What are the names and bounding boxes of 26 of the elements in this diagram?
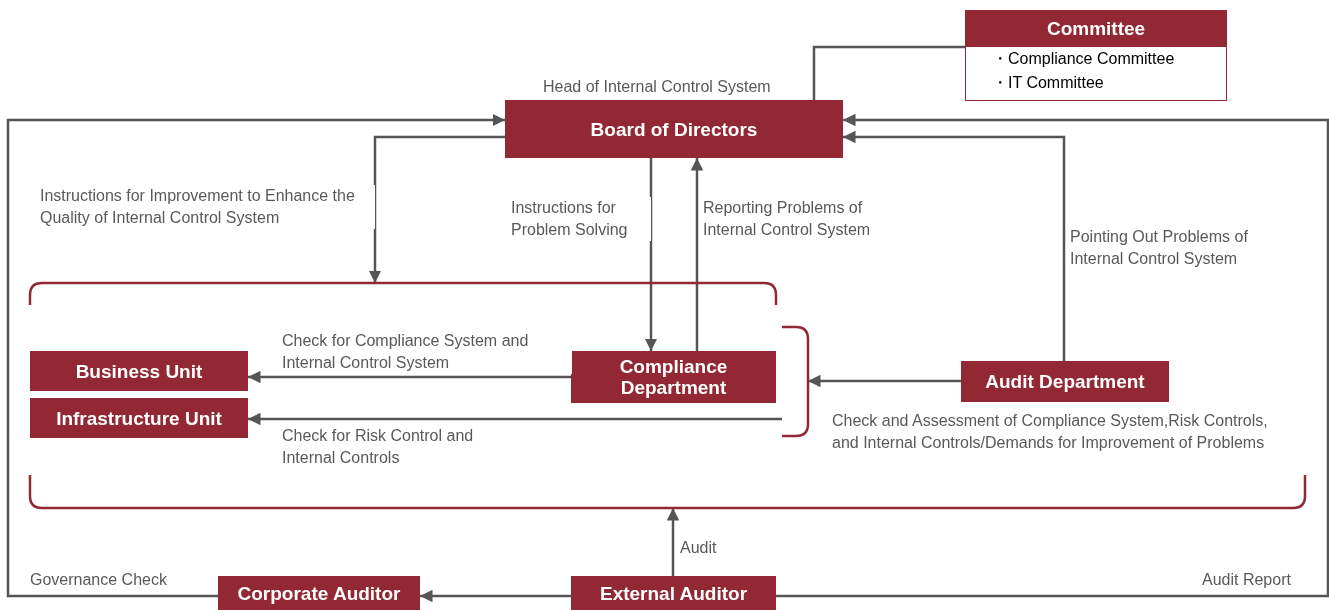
process-box: Infrastructure Unit — [30, 398, 248, 438]
process-box: Business Unit — [30, 351, 248, 391]
arrow — [248, 370, 571, 384]
edge-label: Instructions for Improvement to Enhance the Quality of Internal Control System — [40, 185, 375, 229]
process-box: Board of Directors — [505, 100, 843, 158]
arrow — [808, 374, 961, 388]
process-box: Audit Department — [961, 361, 1169, 402]
process-box: External Auditor — [571, 576, 776, 610]
process-box: Compliance Department — [571, 351, 776, 403]
process-box: Corporate Auditor — [218, 576, 420, 610]
arrow — [420, 589, 571, 603]
arrow — [368, 135, 505, 283]
committee-card — [965, 10, 1227, 101]
arrow — [6, 113, 505, 598]
arrow — [644, 158, 658, 351]
arrow — [690, 158, 704, 351]
bracket — [782, 327, 808, 436]
arrow — [843, 130, 1066, 361]
card-heading: Committee — [966, 11, 1226, 47]
list-item: ・Compliance Committee — [991, 49, 1176, 69]
edge-label: Instructions for Problem Solving — [511, 197, 651, 241]
arrow — [248, 412, 782, 426]
arrow — [776, 113, 1329, 598]
connector-line — [812, 45, 965, 100]
arrow — [666, 508, 680, 576]
list-item: ・IT Committee — [991, 73, 1105, 93]
